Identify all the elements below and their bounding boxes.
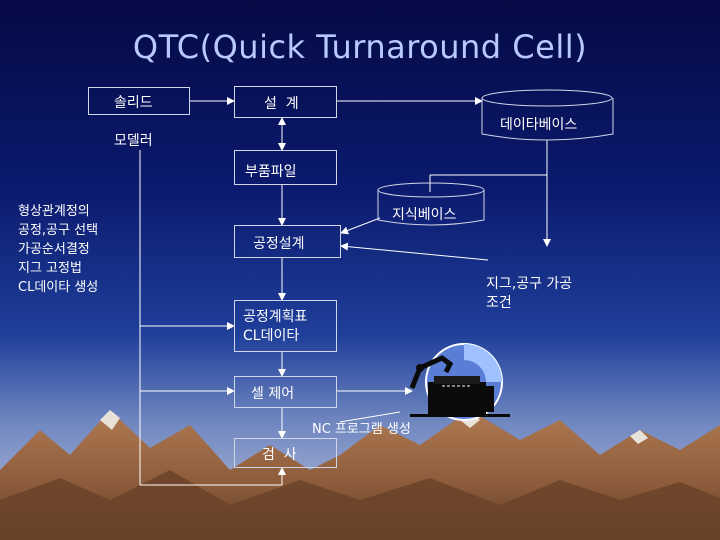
inspection-label: 검 사 bbox=[262, 444, 297, 464]
part-file-label: 부품파일 bbox=[245, 161, 297, 181]
process-plan-label: 공정계획표 CL데이타 bbox=[243, 308, 307, 346]
knowledge-base-label: 지식베이스 bbox=[392, 204, 456, 224]
process-steps-text: 형상관계정의 공정,공구 선택 가공순서결정 지그 고정법 CL데이타 생성 bbox=[18, 202, 98, 297]
cell-control-label: 셀 제어 bbox=[251, 383, 294, 403]
solid-modeler-label-line1: 솔리드 bbox=[114, 92, 153, 112]
solid-modeler-label-line2: 모델러 bbox=[114, 130, 153, 150]
database-label: 데이타베이스 bbox=[500, 114, 577, 134]
cnc-machine-icon bbox=[398, 342, 518, 428]
process-design-label: 공정설계 bbox=[253, 233, 305, 253]
jig-tool-conditions-text: 지그,공구 가공 조건 bbox=[486, 275, 572, 313]
nc-program-label: NC 프로그램 생성 bbox=[312, 418, 411, 437]
design-label: 설 계 bbox=[264, 93, 299, 113]
